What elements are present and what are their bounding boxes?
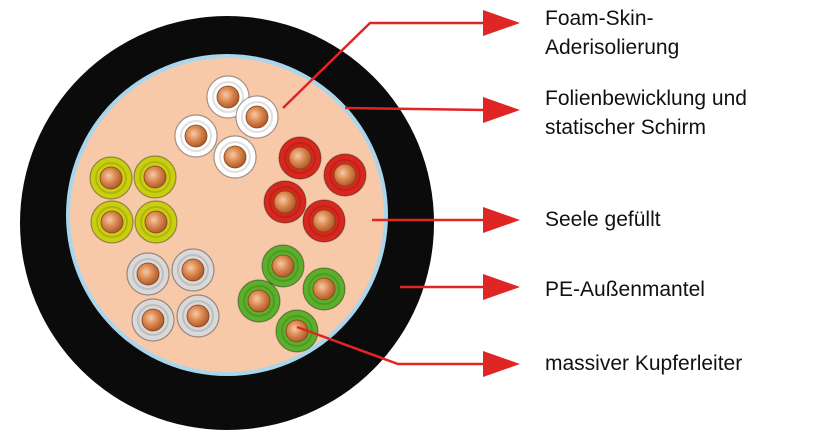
copper-conductor [141,308,165,332]
copper-conductor [312,209,336,233]
wire-green-3 [237,279,281,323]
pointer-lines [282,10,520,377]
label-foil-shield-line2: statischer Schirm [545,116,707,139]
copper-conductor [273,190,297,214]
wire-white-4 [213,135,257,179]
wire-pairs [89,75,367,353]
wire-white-2 [235,95,279,139]
wire-grey-4 [176,294,220,338]
insulation-shading [95,162,127,194]
wire-green-4 [275,309,319,353]
wire-green-2 [302,267,346,311]
insulation-shading [139,161,171,193]
insulation-shading [241,101,273,133]
label-pe-jacket: PE-Außenmantel [545,278,705,301]
copper-conductor [245,105,269,129]
copper-conductor [144,210,168,234]
arrow-foam-skin [483,10,520,36]
insulation-shading [137,304,169,336]
wire-grey-1 [126,252,170,296]
arrow-core-filled [483,207,520,233]
insulation-shading [177,254,209,286]
wire-white-3 [174,114,218,158]
wire-green-1 [261,244,305,288]
copper-conductor [333,163,357,187]
insulation-shading [284,142,316,174]
copper-conductor [247,289,271,313]
arrow-foil-shield [483,97,520,123]
insulation-shading [96,206,128,238]
copper-conductor [216,85,240,109]
wire-yellow-3 [90,200,134,244]
insulation-shading [140,206,172,238]
insulation-shading [180,120,212,152]
copper-conductor [143,165,167,189]
copper-conductor [312,277,336,301]
copper-conductor [288,146,312,170]
copper-conductor [271,254,295,278]
insulation-shading [308,273,340,305]
insulation-shading [243,285,275,317]
label-foam-skin-line2: Aderisolierung [545,36,680,59]
insulation-shading [308,205,340,237]
wire-yellow-1 [89,156,133,200]
wire-red-2 [323,153,367,197]
pointer-foam-skin [282,21,485,109]
wire-grey-2 [171,248,215,292]
label-core-filled: Seele gefüllt [545,208,661,231]
insulation-shading [132,258,164,290]
wire-red-3 [263,180,307,224]
copper-conductor [186,304,210,328]
label-foil-shield-line1: Folienbewicklung und [545,87,747,110]
wire-red-1 [278,136,322,180]
pointer-foil-shield [344,106,486,112]
copper-conductor [100,210,124,234]
insulation-shading [212,81,244,113]
insulation-shading [182,300,214,332]
pointer-copper-conductor [296,325,485,366]
copper-conductor [184,124,208,148]
arrow-pe-jacket [483,274,520,300]
label-copper-conductor: massiver Kupferleiter [545,352,743,375]
wire-red-4 [302,199,346,243]
copper-conductor [136,262,160,286]
wire-yellow-2 [133,155,177,199]
copper-conductor [223,145,247,169]
insulation-shading [281,315,313,347]
wire-yellow-4 [134,200,178,244]
label-foam-skin-line1: Foam-Skin- [545,7,654,30]
copper-conductor [99,166,123,190]
copper-conductor [181,258,205,282]
insulation-shading [269,186,301,218]
insulation-shading [267,250,299,282]
insulation-shading [329,159,361,191]
arrow-copper-conductor [483,351,520,377]
wire-grey-3 [131,298,175,342]
insulation-shading [219,141,251,173]
